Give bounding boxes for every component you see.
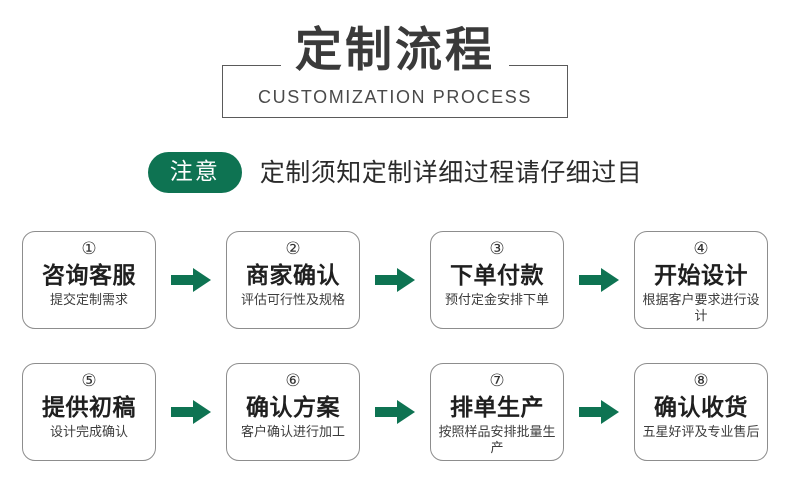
arrow-right-icon bbox=[360, 268, 430, 292]
arrow-right-glyph bbox=[579, 400, 619, 424]
step-number: ⑦ bbox=[489, 371, 505, 391]
notice-row: 注意 定制须知定制详细过程请仔细过目 bbox=[0, 152, 790, 193]
step-subtitle: 按照样品安排批量生产 bbox=[438, 424, 556, 455]
page-header: 定制流程 CUSTOMIZATION PROCESS bbox=[0, 0, 790, 135]
flow-row-1: ① 咨询客服 提交定制需求 ② 商家确认 评估可行性及规格 ③ 下单付款 预付定… bbox=[0, 228, 790, 332]
process-step-7: ⑦ 排单生产 按照样品安排批量生产 bbox=[430, 363, 564, 461]
notice-text: 定制须知定制详细过程请仔细过目 bbox=[259, 158, 643, 187]
arrow-right-icon bbox=[156, 400, 226, 424]
arrow-right-glyph bbox=[375, 268, 415, 292]
step-number: ① bbox=[81, 239, 97, 259]
step-number: ③ bbox=[489, 239, 505, 259]
step-number: ⑥ bbox=[285, 371, 301, 391]
arrow-right-icon bbox=[156, 268, 226, 292]
process-flow: ① 咨询客服 提交定制需求 ② 商家确认 评估可行性及规格 ③ 下单付款 预付定… bbox=[0, 228, 790, 492]
step-title: 商家确认 bbox=[246, 262, 340, 288]
step-title: 提供初稿 bbox=[42, 394, 136, 420]
step-subtitle: 五星好评及专业售后 bbox=[642, 424, 760, 439]
step-subtitle: 预付定金安排下单 bbox=[444, 292, 549, 307]
process-step-6: ⑥ 确认方案 客户确认进行加工 bbox=[226, 363, 360, 461]
page-subtitle: CUSTOMIZATION PROCESS bbox=[258, 87, 532, 107]
arrow-right-icon bbox=[360, 400, 430, 424]
step-subtitle: 客户确认进行加工 bbox=[240, 424, 345, 439]
arrow-right-icon bbox=[564, 400, 634, 424]
page-title: 定制流程 bbox=[0, 24, 790, 76]
notice-badge: 注意 bbox=[147, 152, 242, 193]
process-step-8: ⑧ 确认收货 五星好评及专业售后 bbox=[634, 363, 768, 461]
step-subtitle: 设计完成确认 bbox=[49, 424, 128, 439]
step-number: ④ bbox=[693, 239, 709, 259]
step-title: 确认收货 bbox=[654, 394, 748, 420]
step-number: ② bbox=[285, 239, 301, 259]
arrow-right-glyph bbox=[171, 400, 211, 424]
process-step-3: ③ 下单付款 预付定金安排下单 bbox=[430, 231, 564, 329]
step-number: ⑤ bbox=[81, 371, 97, 391]
arrow-right-glyph bbox=[171, 268, 211, 292]
arrow-right-icon bbox=[564, 268, 634, 292]
flow-row-2: ⑤ 提供初稿 设计完成确认 ⑥ 确认方案 客户确认进行加工 ⑦ 排单生产 按照样… bbox=[0, 360, 790, 464]
arrow-right-glyph bbox=[579, 268, 619, 292]
step-title: 排单生产 bbox=[450, 394, 544, 420]
step-subtitle: 根据客户要求进行设计 bbox=[642, 292, 760, 323]
step-number: ⑧ bbox=[693, 371, 709, 391]
step-title: 确认方案 bbox=[246, 394, 340, 420]
step-title: 咨询客服 bbox=[42, 262, 136, 288]
process-step-4: ④ 开始设计 根据客户要求进行设计 bbox=[634, 231, 768, 329]
step-subtitle: 提交定制需求 bbox=[49, 292, 128, 307]
page-title-text: 定制流程 bbox=[281, 24, 509, 76]
process-step-2: ② 商家确认 评估可行性及规格 bbox=[226, 231, 360, 329]
process-step-1: ① 咨询客服 提交定制需求 bbox=[22, 231, 156, 329]
step-title: 下单付款 bbox=[450, 262, 544, 288]
step-title: 开始设计 bbox=[654, 262, 748, 288]
step-subtitle: 评估可行性及规格 bbox=[240, 292, 345, 307]
process-step-5: ⑤ 提供初稿 设计完成确认 bbox=[22, 363, 156, 461]
arrow-right-glyph bbox=[375, 400, 415, 424]
